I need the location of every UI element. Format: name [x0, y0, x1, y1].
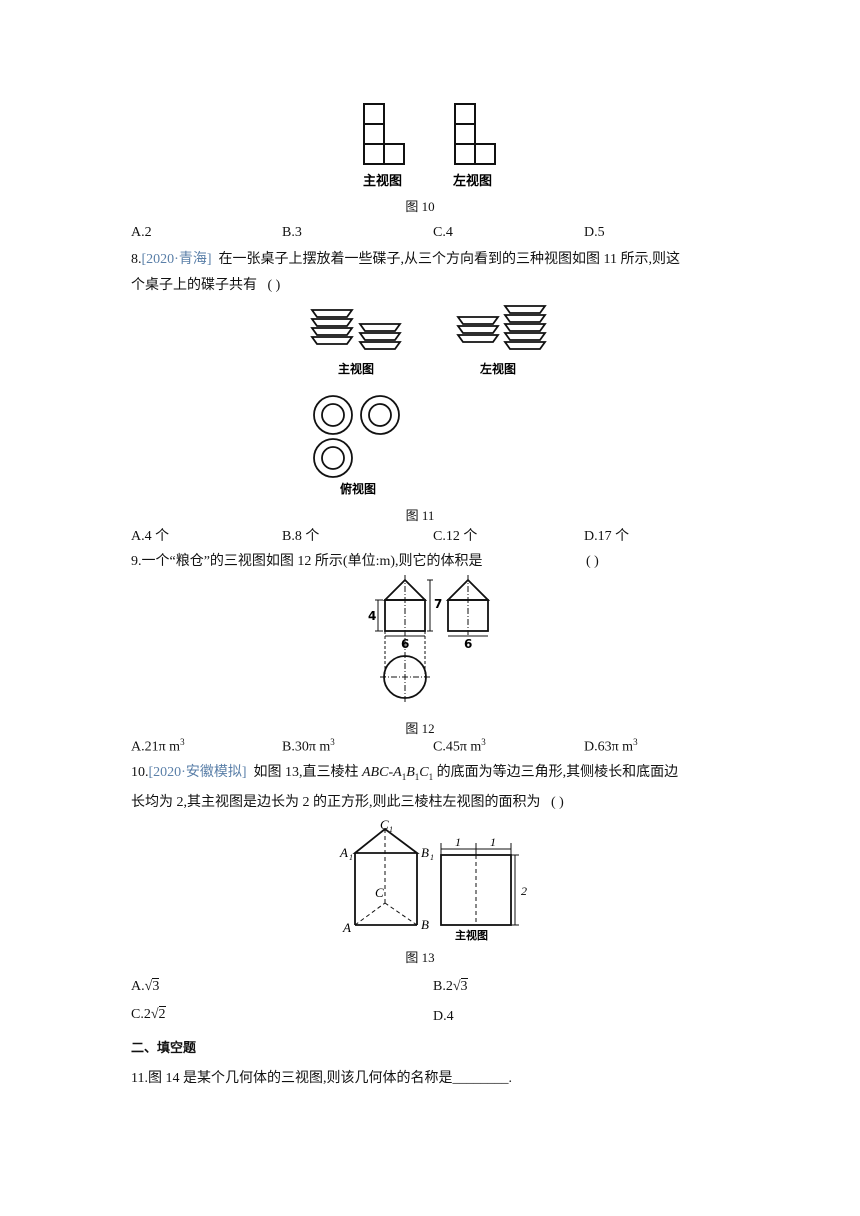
- q10-text-line2: 长均为 2,其主视图是边长为 2 的正方形,则此三棱柱左视图的面积为: [131, 794, 541, 810]
- q7-option-c: C.4: [433, 225, 453, 240]
- q8-option-b: B.8 个: [282, 529, 320, 544]
- fig11-caption: 图 11: [405, 508, 435, 523]
- q8-option-a: A.4 个: [131, 529, 170, 544]
- q8-answer-paren: ( ): [267, 278, 281, 293]
- q10-answer-paren: ( ): [551, 794, 564, 810]
- question-11: 11.图 14 是某个几何体的三视图,则该几何体的名称是________.: [131, 1071, 512, 1086]
- figure-12: 4 7 6 6: [368, 575, 491, 702]
- svg-text:1: 1: [389, 825, 393, 834]
- fig12-dim-height: 4: [368, 609, 376, 623]
- q10-text-line1b: 的底面为等边三角形,其侧棱长和底面边: [436, 765, 679, 780]
- fig11-front-label: 主视图: [338, 361, 374, 376]
- q10-text-line1a: 如图 13,直三棱柱: [253, 765, 362, 780]
- fig10-front-label: 主视图: [363, 173, 402, 189]
- figure-10: 主视图 左视图: [363, 103, 496, 189]
- fig13-dim-left: 1: [455, 835, 461, 849]
- svg-text:C: C: [375, 885, 384, 900]
- svg-text:A: A: [342, 920, 351, 935]
- q9-option-b: B.30π m3: [282, 737, 335, 755]
- q10-number: 10.: [131, 765, 149, 780]
- svg-text:B: B: [421, 917, 429, 932]
- fig12-dim-width-front: 6: [401, 637, 409, 651]
- q10-option-a: A.√3: [131, 978, 160, 994]
- q7-option-a: A.2: [131, 225, 152, 240]
- fig13-dim-right: 1: [490, 835, 496, 849]
- q10-option-c: C.2√2: [131, 1006, 166, 1022]
- q7-option-d: D.5: [584, 225, 605, 240]
- q10-prism-name: ABC: [362, 765, 389, 780]
- q9-option-c: C.45π m3: [433, 737, 486, 755]
- fig11-top-label: 俯视图: [340, 481, 376, 496]
- question-10: 10.[2020·安徽模拟] 如图 13,直三棱柱 ABC-A1B1C1 的底面…: [131, 765, 679, 810]
- fig11-left-label: 左视图: [479, 361, 516, 376]
- fig12-caption: 图 12: [405, 721, 435, 736]
- svg-text:B: B: [421, 845, 429, 860]
- fig12-dim-width-side: 6: [464, 637, 472, 651]
- q8-number: 8.: [131, 252, 142, 267]
- fig13-caption: 图 13: [405, 950, 435, 965]
- question-9: 9.一个“粮仓”的三视图如图 12 所示(单位:m),则它的体积是 ( ): [131, 549, 651, 575]
- q8-text-line1: 在一张桌子上摆放着一些碟子,从三个方向看到的三种视图如图 11 所示,则这: [218, 252, 680, 267]
- q9-answer-paren: ( ): [586, 554, 599, 569]
- figure-11: 主视图 左视图 俯视图: [310, 305, 547, 496]
- svg-text:1: 1: [349, 853, 353, 862]
- q9-option-d: D.63π m3: [584, 737, 638, 755]
- q9-text: 9.一个“粮仓”的三视图如图 12 所示(单位:m),则它的体积是: [131, 554, 483, 569]
- fig10-caption: 图 10: [405, 199, 435, 214]
- fig13-front-label: 主视图: [455, 928, 488, 942]
- q7-option-b: B.3: [282, 225, 302, 240]
- svg-text:1: 1: [430, 853, 434, 862]
- q9-option-a: A.21π m3: [131, 737, 185, 755]
- fig12-dim-total: 7: [434, 597, 442, 611]
- fig10-left-label: 左视图: [453, 173, 492, 189]
- section-2-title: 二、填空题: [131, 1041, 197, 1056]
- fig13-dim-height: 2: [521, 884, 527, 898]
- q8-option-d: D.17 个: [584, 529, 630, 544]
- q10-option-b: B.2√3: [433, 978, 468, 994]
- q10-source: [2020·安徽模拟]: [148, 765, 247, 780]
- q8-source: [2020·青海]: [141, 252, 212, 267]
- q10-option-d: D.4: [433, 1009, 454, 1024]
- svg-text:A: A: [339, 845, 348, 860]
- svg-text:C: C: [380, 817, 389, 832]
- q8-text-line2: 个桌子上的碟子共有: [131, 278, 257, 293]
- question-8: 8.[2020·青海] 在一张桌子上摆放着一些碟子,从三个方向看到的三种视图如图…: [131, 247, 731, 299]
- q8-option-c: C.12 个: [433, 529, 478, 544]
